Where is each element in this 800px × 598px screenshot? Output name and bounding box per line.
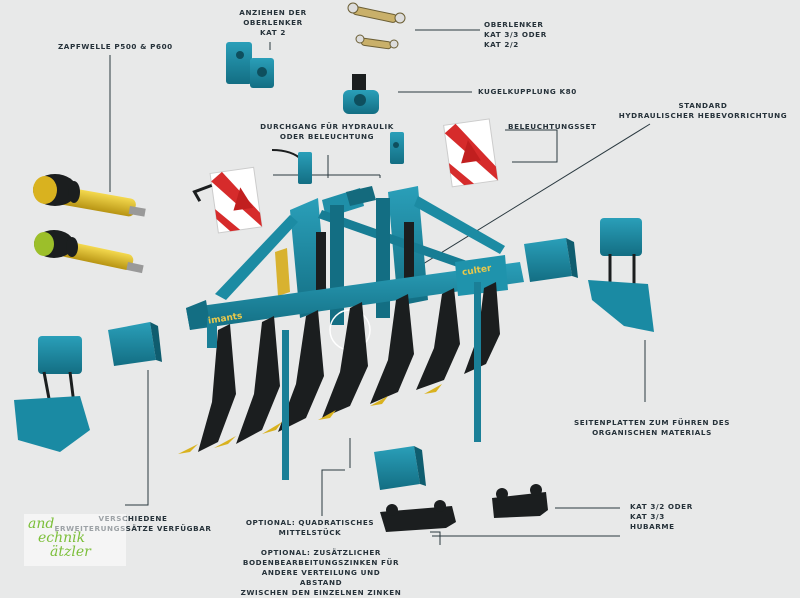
side-plate-right bbox=[588, 218, 654, 332]
label-lighting-set: BELEUCHTUNGSSET bbox=[508, 122, 597, 131]
top-link-bracket bbox=[226, 42, 274, 88]
logo-line-3: ätzler bbox=[50, 544, 91, 560]
label-lift-arms: KAT 3/2 ODER KAT 3/3 HUBARME bbox=[630, 502, 693, 531]
tine-5 bbox=[370, 294, 414, 406]
hydraulic-passage-parts bbox=[271, 132, 404, 184]
pto-shaft-2 bbox=[34, 230, 144, 274]
lift-arm-2 bbox=[492, 484, 548, 518]
callout-lines bbox=[109, 29, 651, 545]
square-center-piece bbox=[374, 446, 426, 490]
label-side-plates: SEITENPLATTEN ZUM FÜHREN DES ORGANISCHEN… bbox=[573, 418, 731, 437]
machine-frame bbox=[186, 186, 524, 351]
tine-1 bbox=[178, 318, 236, 454]
logo-line-1: and bbox=[28, 516, 55, 532]
label-additional-tines: OPTIONAL: ZUSÄTZLICHER BODENBEARBEITUNGS… bbox=[240, 548, 402, 597]
top-links bbox=[347, 2, 406, 50]
logo-line-2: echnik bbox=[38, 530, 86, 546]
extension-box-left bbox=[108, 322, 162, 366]
support-leg-left bbox=[282, 330, 289, 480]
label-top-link: OBERLENKER KAT 3/3 ODER KAT 2/2 bbox=[484, 20, 547, 49]
extension-box-right bbox=[524, 238, 578, 282]
tines bbox=[178, 282, 500, 480]
side-plate-left bbox=[14, 336, 90, 452]
tine-2 bbox=[214, 316, 280, 448]
tine-4 bbox=[318, 302, 368, 420]
tine-7 bbox=[464, 282, 500, 374]
label-standard-lift: STANDARD HYDRAULISCHER HEBEVORRICHTUNG bbox=[618, 101, 788, 120]
label-ball-coupling: KUGELKUPPLUNG K80 bbox=[478, 87, 577, 96]
label-square-center: OPTIONAL: QUADRATISCHES MITTELSTÜCK bbox=[245, 518, 375, 537]
ball-coupling bbox=[343, 74, 379, 114]
tine-6 bbox=[416, 288, 460, 394]
support-leg-right bbox=[474, 282, 481, 442]
pto-shaft-1 bbox=[33, 174, 146, 217]
warning-board-2 bbox=[192, 166, 263, 234]
tine-3 bbox=[262, 310, 324, 434]
warning-board-1 bbox=[443, 118, 499, 188]
label-tighten-top-link: ANZIEHEN DER OBERLENKER KAT 2 bbox=[239, 8, 307, 37]
label-pto: ZAPFWELLE P500 & P600 bbox=[58, 42, 173, 51]
dealer-logo: and echnik ätzler bbox=[24, 514, 126, 566]
label-hydraulic-passage: DURCHGANG FÜR HYDRAULIK ODER BELEUCHTUNG bbox=[260, 122, 394, 141]
lift-arm-1 bbox=[380, 500, 456, 532]
